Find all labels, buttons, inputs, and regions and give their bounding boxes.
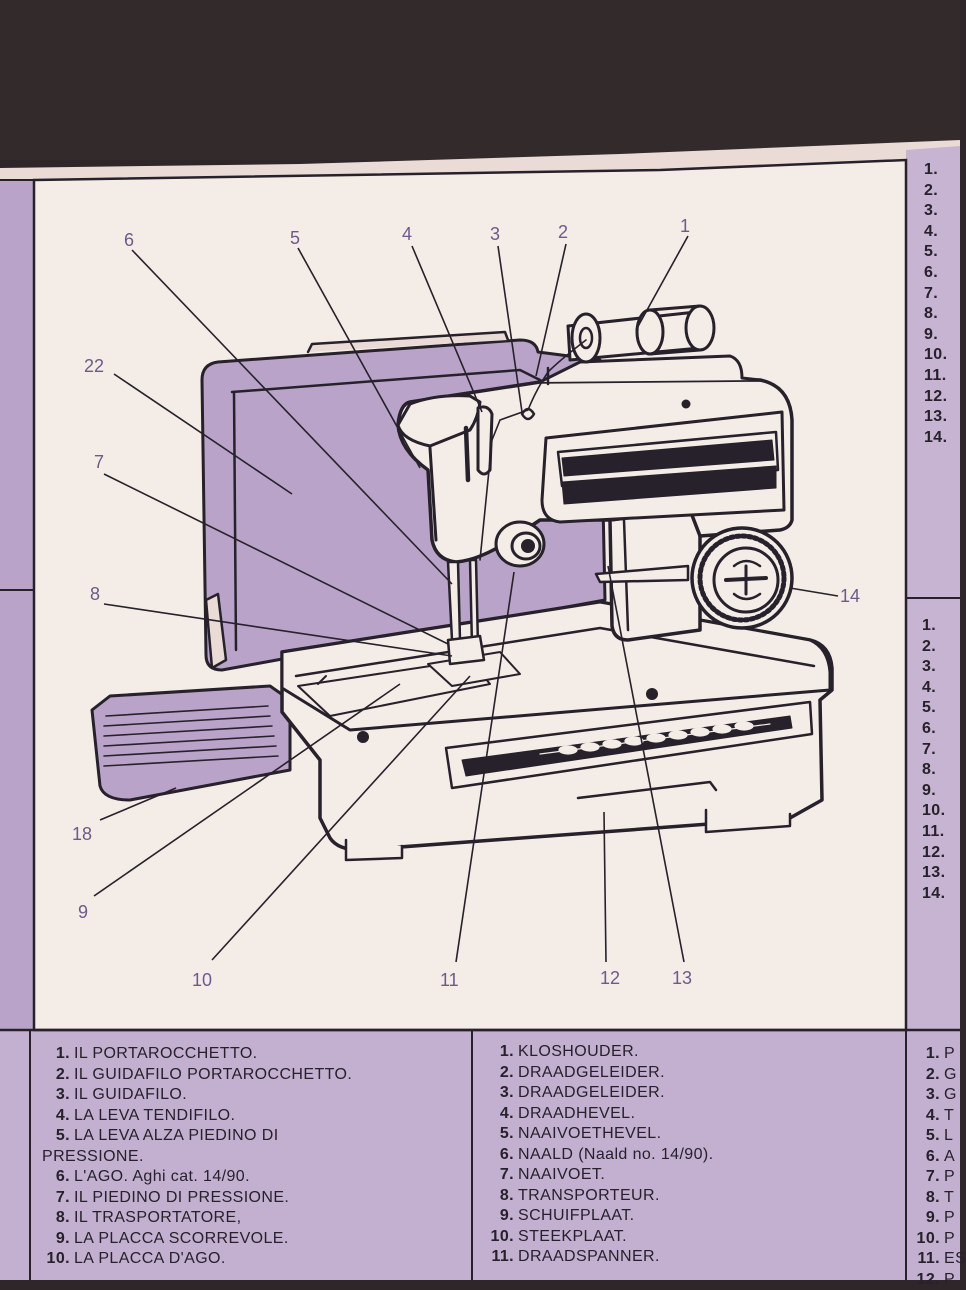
list-item: 3.DRAADGELEIDER.	[486, 1083, 902, 1104]
list-item: 6.A	[912, 1147, 960, 1168]
list-item-number: 9.	[922, 782, 936, 799]
list-item-number: 8.	[924, 305, 938, 322]
callout-12: 12	[600, 968, 620, 988]
list-item: 9.P	[912, 1208, 960, 1229]
list-item-number: 6.	[922, 720, 936, 737]
list-item: 3.G	[912, 1085, 960, 1106]
list-item-number: 10.	[924, 346, 947, 363]
callout-8: 8	[90, 584, 100, 604]
list-item: 8.TRANSPORTEUR.	[486, 1186, 902, 1207]
callout-22: 22	[84, 356, 104, 376]
list-item: 2.G	[912, 1065, 960, 1086]
list-item-number: 3.	[924, 202, 938, 219]
list-item-number: 2.	[922, 638, 936, 655]
list-item-number: 12.	[922, 844, 945, 861]
dutch-parts-list: 1.KLOSHOUDER. 2.DRAADGELEIDER. 3.DRAADGE…	[486, 1042, 902, 1268]
list-item-number: 7.	[924, 285, 938, 302]
list-item-number: 6.	[924, 264, 938, 281]
list-item-number: 11.	[924, 367, 947, 384]
list-item: 5.L	[912, 1126, 960, 1147]
callout-3: 3	[490, 224, 500, 244]
list-item: 10.STEEKPLAAT.	[486, 1227, 902, 1248]
list-item: 3.IL GUIDAFILO.	[42, 1085, 466, 1106]
list-item: 4.T	[912, 1106, 960, 1127]
list-item: 7.P	[912, 1167, 960, 1188]
list-item: 10.LA PLACCA D'AGO.	[42, 1249, 466, 1270]
callout-7: 7	[94, 452, 104, 472]
list-item-number: 8.	[922, 761, 936, 778]
callout-18: 18	[72, 824, 92, 844]
callout-14: 14	[840, 586, 860, 606]
list-item: 4.DRAADHEVEL.	[486, 1104, 902, 1125]
list-item-number: 13.	[924, 408, 947, 425]
list-item: 7.NAAIVOET.	[486, 1165, 902, 1186]
list-item: 8.IL TRASPORTATORE,	[42, 1208, 466, 1229]
callout-5: 5	[290, 228, 300, 248]
list-item: 2.DRAADGELEIDER.	[486, 1063, 902, 1084]
list-item: 2.IL GUIDAFILO PORTAROCCHETTO.	[42, 1065, 466, 1086]
callout-1: 1	[680, 216, 690, 236]
right-top-list: 1. 2. 3. 4. 5. 6. 7. 8. 9. 10. 11. 12. 1…	[924, 160, 960, 448]
list-item: 4.LA LEVA TENDIFILO.	[42, 1106, 466, 1127]
list-item-number: 7.	[922, 741, 936, 758]
list-item-number: 3.	[922, 658, 936, 675]
callout-2: 2	[558, 222, 568, 242]
list-item: 12.P	[912, 1270, 960, 1290]
list-item: 11.DRAADSPANNER.	[486, 1247, 902, 1268]
list-item: 10.P	[912, 1229, 960, 1250]
right-middle-list: 1. 2. 3. 4. 5. 6. 7. 8. 9. 10. 11. 12. 1…	[922, 616, 960, 904]
callout-6: 6	[124, 230, 134, 250]
list-item-number: 11.	[922, 823, 945, 840]
list-item-continuation: PRESSIONE.	[42, 1147, 466, 1168]
italian-parts-list: 1.IL PORTAROCCHETTO. 2.IL GUIDAFILO PORT…	[42, 1044, 466, 1270]
callout-9: 9	[78, 902, 88, 922]
list-item: 1.IL PORTAROCCHETTO.	[42, 1044, 466, 1065]
list-item-number: 14.	[924, 429, 947, 446]
list-item-number: 2.	[924, 182, 938, 199]
list-item-number: 9.	[924, 326, 938, 343]
callout-10: 10	[192, 970, 212, 990]
list-item: 9.SCHUIFPLAAT.	[486, 1206, 902, 1227]
list-item-number: 5.	[924, 243, 938, 260]
list-item-number: 14.	[922, 885, 945, 902]
list-item: 7.IL PIEDINO DI PRESSIONE.	[42, 1188, 466, 1209]
list-item-number: 5.	[922, 699, 936, 716]
list-item-number: 1.	[924, 161, 938, 178]
list-item: 1.P	[912, 1044, 960, 1065]
list-item: 5.LA LEVA ALZA PIEDINO DI	[42, 1126, 466, 1147]
left-lavender-panel	[0, 180, 34, 1034]
list-item-number: 12.	[924, 388, 947, 405]
right-bottom-list: 1.P 2.G 3.G 4.T 5.L 6.A 7.P 8.T 9.P 10.P…	[912, 1044, 960, 1290]
list-item-number: 4.	[922, 679, 936, 696]
callout-11: 11	[440, 970, 459, 990]
list-item: 11.ES	[912, 1249, 960, 1270]
list-item-number: 1.	[922, 617, 936, 634]
callout-13: 13	[672, 968, 692, 988]
list-item: 1.KLOSHOUDER.	[486, 1042, 902, 1063]
list-item: 6.NAALD (Naald no. 14/90).	[486, 1145, 902, 1166]
list-item-number: 10.	[922, 802, 945, 819]
list-item: 9.LA PLACCA SCORREVOLE.	[42, 1229, 466, 1250]
list-item: 6.L'AGO. Aghi cat. 14/90.	[42, 1167, 466, 1188]
callout-4: 4	[402, 224, 412, 244]
list-item: 8.T	[912, 1188, 960, 1209]
list-item: 5.NAAIVOETHEVEL.	[486, 1124, 902, 1145]
list-item-number: 13.	[922, 864, 945, 881]
list-item-number: 4.	[924, 223, 938, 240]
